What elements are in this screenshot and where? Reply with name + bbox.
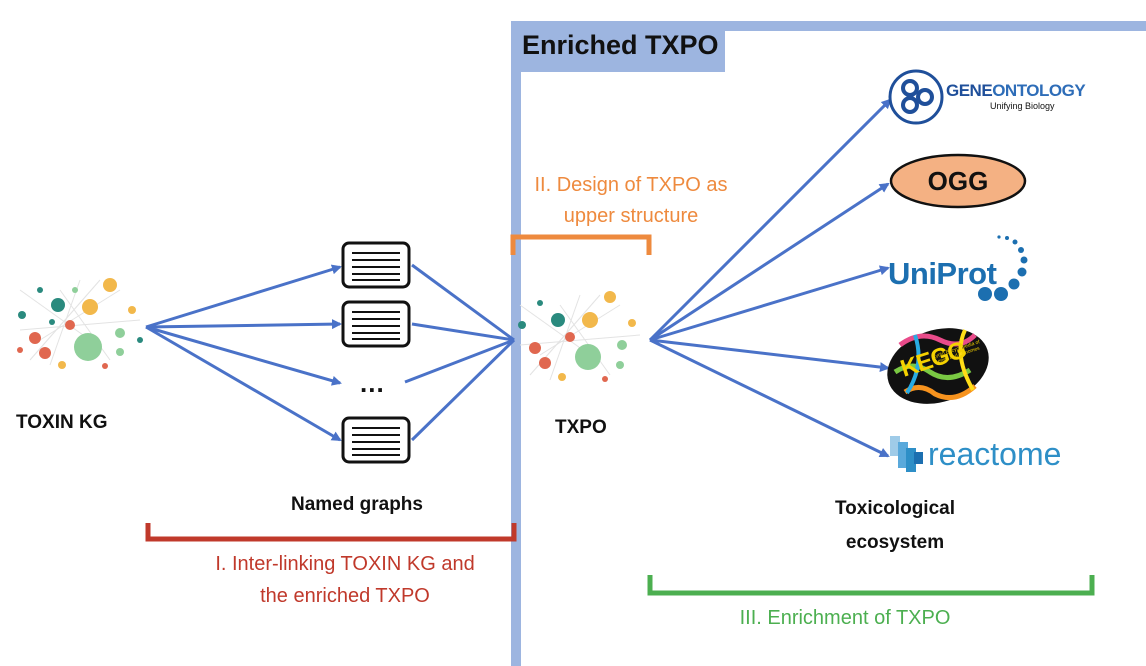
enrichment-bracket: [647, 575, 1095, 596]
txpo-to-resources-arrows: [648, 98, 892, 458]
toxin-to-graphs-arrows: [145, 264, 342, 442]
arrow-geneontology: [648, 98, 892, 342]
ecosystem-label-line-2: ecosystem: [845, 532, 945, 553]
interlinking-label-line-1: I. Inter-linking TOXIN KG and: [215, 553, 475, 575]
geneontology-tagline: Unifying Biology: [990, 101, 1055, 111]
toxin-kg-label: TOXIN KG: [16, 412, 108, 433]
geneontology-name-part2: ONTOLOGY: [992, 81, 1086, 100]
geneontology-name-part1: GENE: [946, 81, 993, 100]
document-lines-icon: [341, 300, 411, 348]
kegg-logo: [887, 328, 989, 404]
arrow-graph-1: [145, 264, 342, 329]
geneontology-logo: [888, 69, 944, 125]
design-label-line-1: II. Design of TXPO as: [534, 174, 728, 196]
enriched-txpo-panel: [511, 21, 1146, 666]
arrow-reactome: [649, 338, 890, 458]
uniprot-label: UniProt: [888, 256, 997, 291]
ogg-label: OGG: [927, 166, 989, 196]
design-bracket: [510, 234, 652, 255]
interlinking-bracket: [145, 523, 517, 542]
geneontology-wordmark: GENEONTOLOGY: [946, 81, 1086, 101]
arrow-graph-2: [145, 319, 342, 330]
reactome-logo: [890, 436, 923, 472]
enrichment-label: III. Enrichment of TXPO: [739, 607, 951, 629]
network-graph-icon: [17, 278, 143, 369]
document-lines-icon: [341, 416, 411, 464]
ellipsis-label: ...: [360, 368, 385, 398]
network-graph-icon: [518, 291, 641, 382]
reactome-label: reactome: [928, 436, 1062, 472]
arrow-uniprot: [649, 265, 890, 342]
arrow-graph-4: [145, 325, 342, 442]
interlinking-label-line-2: the enriched TXPO: [260, 585, 430, 607]
uniprot-logo: [978, 235, 1028, 301]
ecosystem-label-line-1: Toxicological: [834, 498, 955, 519]
arrow-graph-3: [145, 325, 342, 386]
named-graphs-label: Named graphs: [291, 494, 423, 515]
document-lines-icon: [341, 241, 411, 289]
txpo-label: TXPO: [555, 417, 607, 438]
graphs-to-txpo-lines: [404, 263, 516, 442]
panel-title: Enriched TXPO: [522, 30, 719, 60]
design-label-line-2: upper structure: [563, 205, 699, 227]
ogg-logo: [889, 153, 1027, 209]
arrow-ogg: [649, 182, 890, 342]
arrow-kegg: [649, 338, 890, 373]
